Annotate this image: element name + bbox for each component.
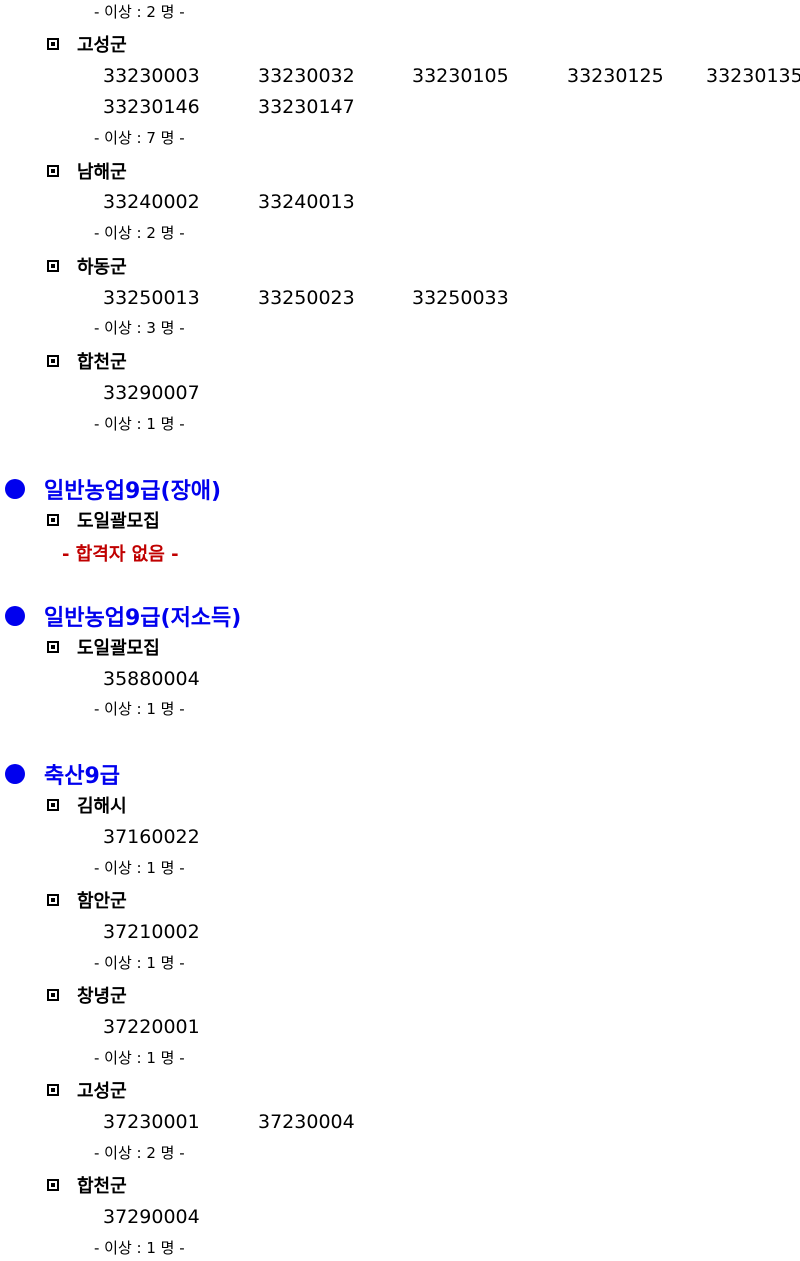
count-line: - 이상 : 2 명 - (94, 1144, 185, 1162)
region-haman: 함안군 (46, 888, 127, 912)
region-label: 고성군 (77, 1081, 127, 1102)
candidate-id: 37230004 (258, 1111, 355, 1133)
candidate-id: 37160022 (103, 826, 200, 848)
candidate-id: 33240013 (258, 191, 355, 213)
region-province-wide: 도일괄모집 (46, 635, 160, 659)
category-general-agri-low-income: 일반농업9급(저소득) (5, 601, 241, 631)
count-line: - 이상 : 1 명 - (94, 700, 185, 718)
region-hapcheon: 합천군 (46, 349, 127, 373)
square-bullet-icon (47, 514, 59, 526)
square-bullet-icon (47, 894, 59, 906)
count-line: - 이상 : 2 명 - (94, 3, 185, 21)
candidate-id: 37290004 (103, 1206, 200, 1228)
count-line: - 이상 : 1 명 - (94, 859, 185, 877)
count-line: - 이상 : 3 명 - (94, 319, 185, 337)
category-title: 일반농업9급(장애) (44, 479, 222, 504)
region-changnyeong: 창녕군 (46, 983, 127, 1007)
candidate-id: 37230001 (103, 1111, 200, 1133)
count-line: - 이상 : 1 명 - (94, 954, 185, 972)
candidate-id: 33230146 (103, 96, 200, 118)
category-general-agri-disabled: 일반농업9급(장애) (5, 474, 221, 504)
square-bullet-icon (47, 38, 59, 50)
square-bullet-icon (47, 641, 59, 653)
count-line: - 이상 : 2 명 - (94, 224, 185, 242)
square-bullet-icon (47, 260, 59, 272)
filled-circle-icon (5, 764, 25, 784)
square-bullet-icon (47, 799, 59, 811)
candidate-id: 33250013 (103, 287, 200, 309)
candidate-id: 33240002 (103, 191, 200, 213)
region-label: 창녕군 (77, 986, 127, 1007)
region-label: 남해군 (77, 162, 127, 183)
candidate-id: 33230147 (258, 96, 355, 118)
category-title: 축산9급 (44, 764, 121, 789)
region-label: 고성군 (77, 35, 127, 56)
square-bullet-icon (47, 1179, 59, 1191)
region-label: 김해시 (77, 796, 127, 817)
candidate-id: 33230135 (706, 65, 800, 87)
category-title: 일반농업9급(저소득) (44, 606, 242, 631)
square-bullet-icon (47, 355, 59, 367)
candidate-id: 33290007 (103, 382, 200, 404)
no-passers-notice: - 합격자 없음 - (62, 544, 179, 565)
square-bullet-icon (47, 165, 59, 177)
region-province-wide: 도일괄모집 (46, 508, 160, 532)
count-line: - 이상 : 1 명 - (94, 1049, 185, 1067)
region-label: 도일괄모집 (77, 511, 160, 532)
filled-circle-icon (5, 479, 25, 499)
region-hapcheon: 합천군 (46, 1173, 127, 1197)
square-bullet-icon (47, 1084, 59, 1096)
candidate-id: 37210002 (103, 921, 200, 943)
candidate-id: 33230032 (258, 65, 355, 87)
candidate-id: 33250033 (412, 287, 509, 309)
candidate-id: 35880004 (103, 668, 200, 690)
candidate-id: 37220001 (103, 1016, 200, 1038)
region-hadong: 하동군 (46, 254, 127, 278)
region-label: 함안군 (77, 891, 127, 912)
region-namhae: 남해군 (46, 159, 127, 183)
candidate-id: 33230003 (103, 65, 200, 87)
region-label: 합천군 (77, 352, 127, 373)
square-bullet-icon (47, 989, 59, 1001)
region-label: 하동군 (77, 257, 127, 278)
count-line: - 이상 : 1 명 - (94, 1239, 185, 1257)
candidate-id: 33230125 (567, 65, 664, 87)
count-line: - 이상 : 7 명 - (94, 129, 185, 147)
filled-circle-icon (5, 606, 25, 626)
region-label: 합천군 (77, 1176, 127, 1197)
region-goseong: 고성군 (46, 1078, 127, 1102)
region-goseong: 고성군 (46, 32, 127, 56)
region-gimhae: 김해시 (46, 793, 127, 817)
count-line: - 이상 : 1 명 - (94, 415, 185, 433)
candidate-id: 33250023 (258, 287, 355, 309)
region-label: 도일괄모집 (77, 638, 160, 659)
candidate-id: 33230105 (412, 65, 509, 87)
category-livestock: 축산9급 (5, 759, 120, 789)
